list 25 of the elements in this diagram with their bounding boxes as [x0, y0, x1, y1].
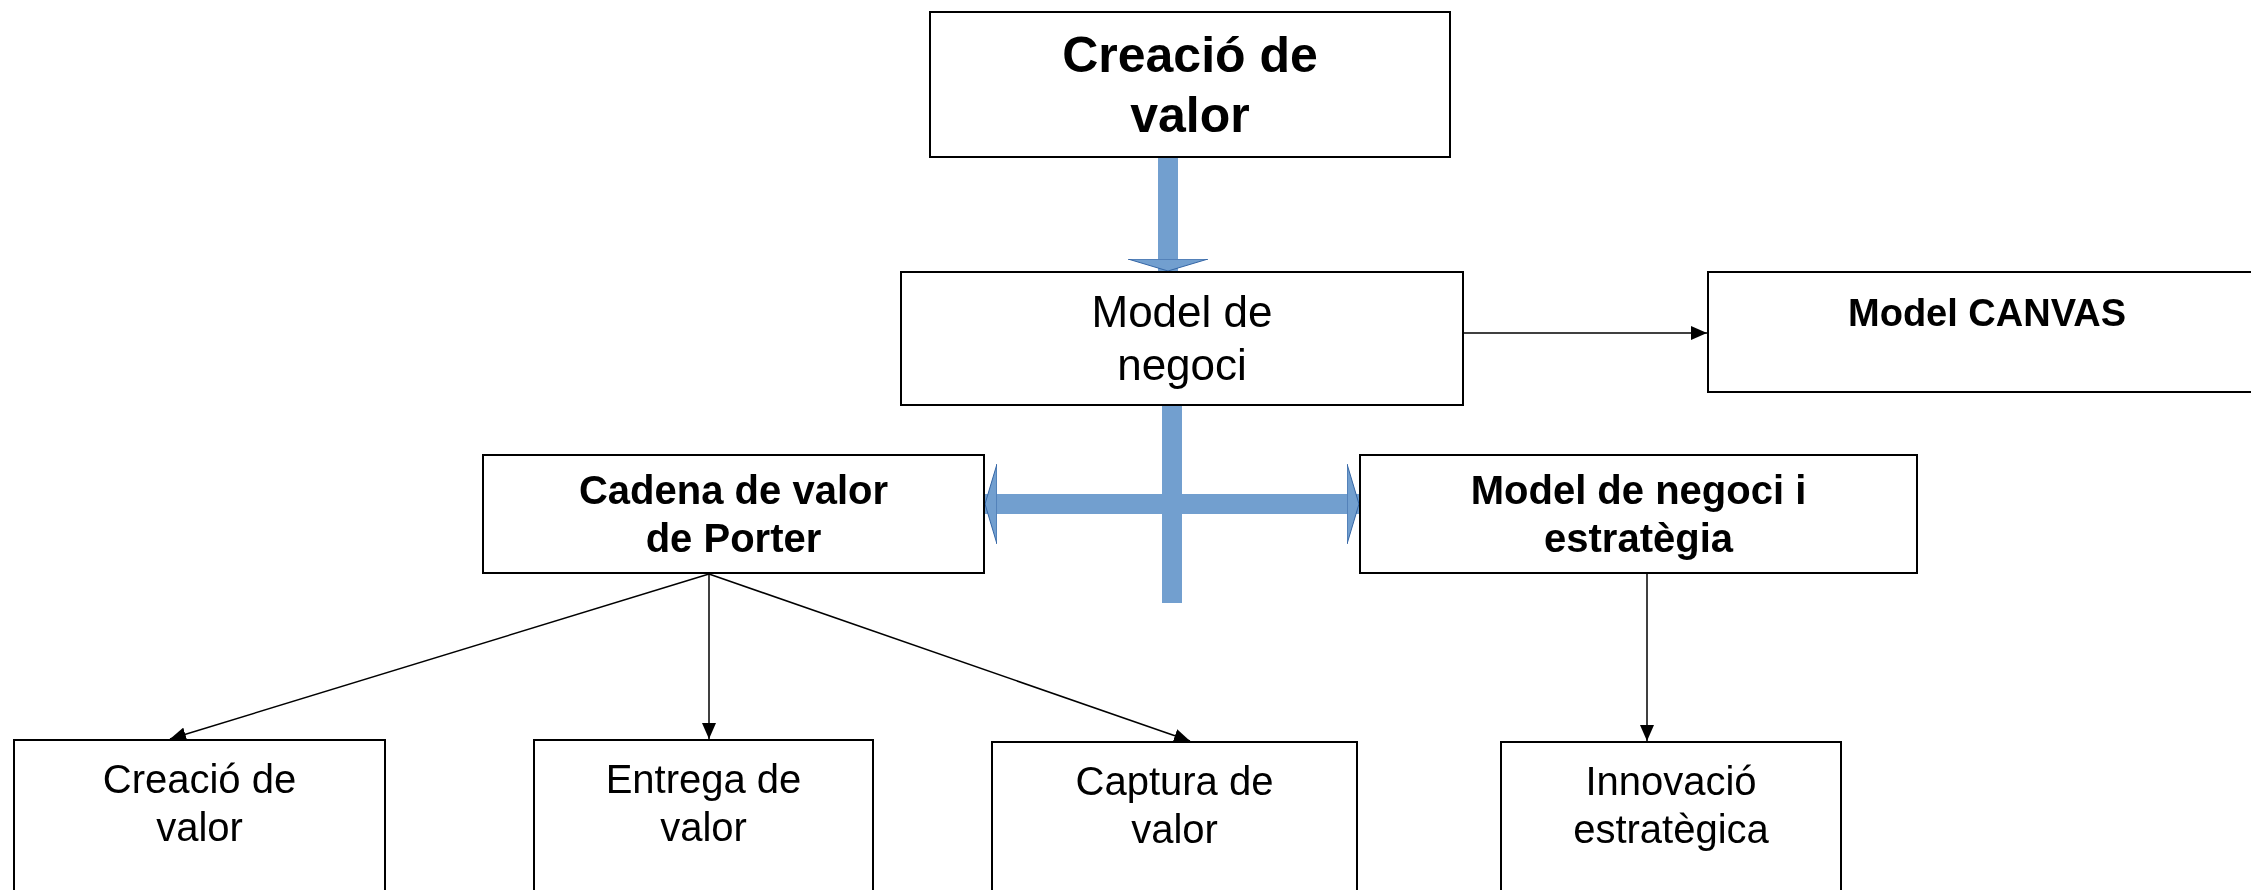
box-label: Captura de valor [1074, 758, 1275, 853]
process-box [929, 11, 1451, 158]
box-label: Model de negoci [1090, 285, 1274, 391]
box-label: Entrega de valor [604, 756, 803, 851]
box-label: Creació de valor [101, 756, 298, 851]
process-box [1359, 454, 1918, 574]
box-label: Creació de valor [1061, 25, 1319, 145]
process-box [991, 741, 1358, 890]
box-label: Model CANVAS [1848, 291, 2126, 336]
process-box [1707, 271, 2251, 393]
arrow [708, 573, 1191, 743]
process-box [1500, 741, 1842, 890]
block-arrow [1127, 158, 1209, 272]
arrow [1463, 326, 1708, 340]
block-arrow [984, 463, 1360, 545]
process-box [13, 739, 386, 890]
process-box [533, 739, 874, 890]
box-label: Model de negoci i estratègia [1469, 467, 1808, 562]
arrow [1640, 573, 1654, 742]
arrow [169, 573, 710, 741]
box-label: Innovació estratègica [1572, 758, 1770, 853]
box-label: Cadena de valor de Porter [578, 467, 889, 562]
arrow [702, 573, 716, 740]
process-box [482, 454, 985, 574]
process-box [900, 271, 1464, 406]
